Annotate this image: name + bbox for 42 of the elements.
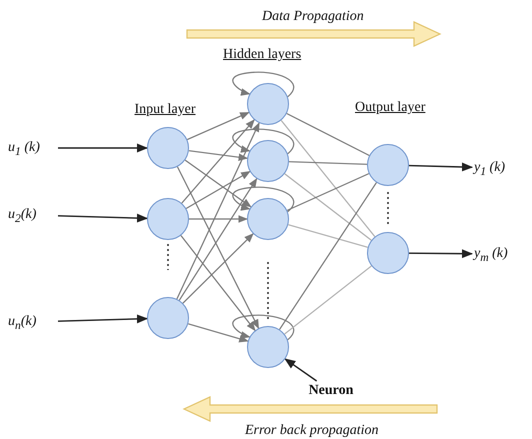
- connection-arrow: [182, 233, 254, 304]
- neuron-circle: [367, 144, 409, 186]
- self-loop-arrow: [232, 72, 294, 98]
- connection-arrow: [176, 166, 260, 330]
- signal-label: u$_{2}$(k): [8, 206, 36, 227]
- connection-arrow: [188, 150, 248, 161]
- connection-arrow: [186, 112, 250, 140]
- connection-arrow: [186, 171, 251, 209]
- connection-arrow: [180, 235, 256, 332]
- neuron-circle: [247, 83, 289, 125]
- self-loop-arrow: [232, 186, 294, 212]
- signal-label: u$_{1}$ (k): [8, 139, 40, 160]
- self-loop-arrow: [232, 314, 294, 340]
- layer-heading: Output layer: [355, 99, 426, 117]
- connection-arrow: [176, 122, 260, 300]
- neuron-circle: [147, 297, 189, 339]
- connection-arrow: [189, 215, 248, 223]
- signal-label: y$_{1}$ (k): [474, 159, 506, 180]
- connection-arrow: [58, 214, 148, 223]
- neuron-circle: [367, 232, 409, 274]
- connection-arrow: [58, 314, 148, 324]
- callout-label: Neuron: [308, 382, 354, 400]
- direction-label: Error back propagation: [245, 422, 379, 439]
- layer-heading: Input layer: [134, 101, 196, 119]
- neuron-circle: [247, 198, 289, 240]
- connection-arrow: [181, 119, 255, 204]
- neuron-circle: [147, 198, 189, 240]
- connection-arrow: [178, 178, 258, 301]
- connection-arrow: [184, 160, 252, 208]
- neuron-circle: [147, 127, 189, 169]
- layer-heading: Hidden layers: [223, 46, 302, 64]
- connection-arrow: [408, 162, 474, 172]
- neuron-circle: [247, 140, 289, 182]
- leader-line: [284, 358, 318, 382]
- connection-arrow: [188, 323, 249, 342]
- signal-label: y$_{m}$ (k): [474, 245, 508, 266]
- direction-label: Data Propagation: [262, 8, 364, 26]
- connection-arrow: [409, 249, 474, 258]
- neuron-circle: [247, 326, 289, 368]
- self-loop-arrow: [232, 128, 294, 154]
- connection-arrow: [58, 144, 148, 152]
- signal-label: u$_{n}$(k): [8, 313, 36, 334]
